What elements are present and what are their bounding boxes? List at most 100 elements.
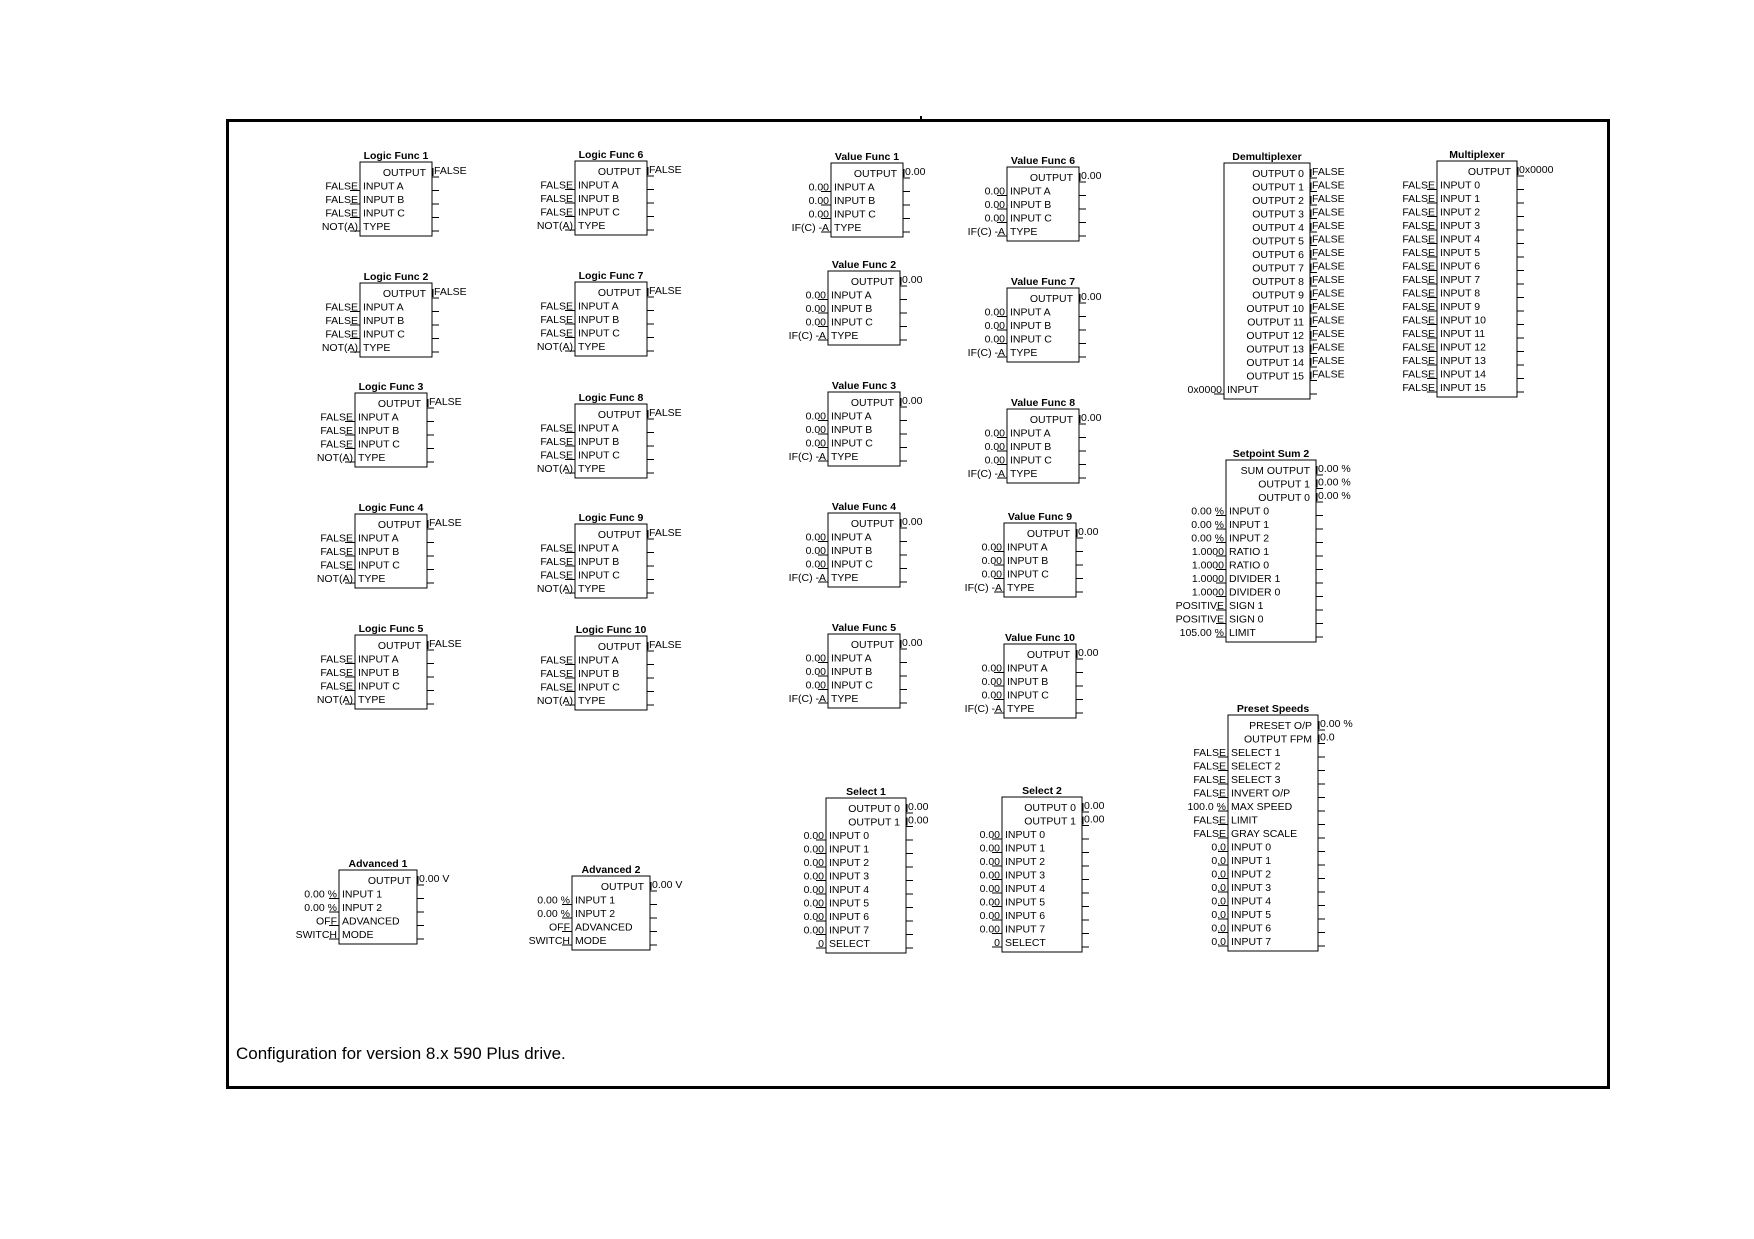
input-port-label: TYPE: [578, 463, 605, 475]
block-body[interactable]: [338, 869, 418, 945]
input-port-label: TYPE: [363, 221, 390, 233]
input-port-label: INPUT 3: [829, 871, 869, 883]
input-port-label: INPUT B: [831, 545, 872, 557]
block-body[interactable]: [1006, 408, 1080, 484]
output-port-label: OUTPUT 10: [1246, 303, 1304, 315]
block-body[interactable]: [1001, 796, 1083, 953]
block-body[interactable]: [574, 523, 648, 599]
output-value: FALSE: [1312, 261, 1345, 273]
block-body[interactable]: [354, 513, 428, 589]
input-port-label: INPUT 5: [1005, 897, 1045, 909]
input-port-label: INPUT B: [1010, 320, 1051, 332]
input-value: FALSE: [325, 315, 358, 327]
input-value: FALSE: [1193, 815, 1226, 827]
block-body[interactable]: [827, 512, 901, 588]
input-port-label: SIGN 0: [1229, 614, 1264, 626]
block-body[interactable]: [1003, 522, 1077, 598]
block-title: Value Func 7: [1011, 276, 1075, 288]
block-body[interactable]: [1225, 459, 1317, 643]
input-port-label: INPUT A: [358, 533, 399, 545]
input-value: FALSE: [1402, 220, 1435, 232]
output-port-label: OUTPUT 0: [1252, 168, 1304, 180]
input-value: FALSE: [1402, 328, 1435, 340]
block-title: Advanced 2: [582, 864, 641, 876]
block-body[interactable]: [1223, 162, 1311, 400]
block-body[interactable]: [830, 162, 904, 238]
block-body[interactable]: [574, 635, 648, 711]
input-value: IF(C) -A: [789, 330, 826, 342]
output-port-label: OUTPUT: [854, 168, 898, 180]
input-value: 0.00: [980, 897, 1001, 909]
input-value: 0.00: [804, 871, 825, 883]
block-body[interactable]: [827, 633, 901, 709]
input-port-label: SELECT: [1005, 937, 1046, 949]
block-body[interactable]: [574, 281, 648, 357]
block-body[interactable]: [359, 282, 433, 358]
input-port-label: INPUT 4: [1005, 883, 1045, 895]
block-title: Value Func 9: [1008, 511, 1072, 523]
output-value: 0.00: [1078, 526, 1099, 538]
input-port-label: INPUT 0: [829, 830, 869, 842]
input-value: FALSE: [1402, 288, 1435, 300]
block-body[interactable]: [825, 797, 907, 954]
input-value: 0.00 %: [1191, 533, 1224, 545]
output-value: FALSE: [649, 285, 682, 297]
block-body[interactable]: [827, 391, 901, 467]
input-value: 0.00: [804, 911, 825, 923]
output-value: 0.00: [1084, 800, 1105, 812]
block-body[interactable]: [1006, 287, 1080, 363]
input-port-label: INPUT B: [578, 436, 619, 448]
input-value: FALSE: [540, 668, 573, 680]
block-body[interactable]: [1436, 160, 1518, 398]
input-port-label: RATIO 1: [1229, 546, 1269, 558]
output-value: 0.00: [1084, 814, 1105, 826]
input-value: FALSE: [320, 681, 353, 693]
block-body[interactable]: [354, 634, 428, 710]
block-body[interactable]: [1227, 714, 1319, 952]
block-body[interactable]: [1006, 166, 1080, 242]
block-body[interactable]: [827, 270, 901, 346]
block-body[interactable]: [571, 875, 651, 951]
output-port-label: OUTPUT: [598, 409, 642, 421]
output-value: 0.00: [1078, 647, 1099, 659]
output-port-label: OUTPUT FPM: [1244, 734, 1312, 746]
input-port-label: TYPE: [363, 342, 390, 354]
block-body[interactable]: [1003, 643, 1077, 719]
block-body[interactable]: [574, 403, 648, 479]
block-body[interactable]: [359, 161, 433, 237]
block-body[interactable]: [574, 160, 648, 236]
input-value: 0.00: [806, 411, 827, 423]
block-body[interactable]: [354, 392, 428, 468]
input-value: SWITCH: [296, 929, 337, 941]
input-port-label: INPUT 7: [829, 925, 869, 937]
block-title: Logic Func 3: [359, 381, 424, 393]
